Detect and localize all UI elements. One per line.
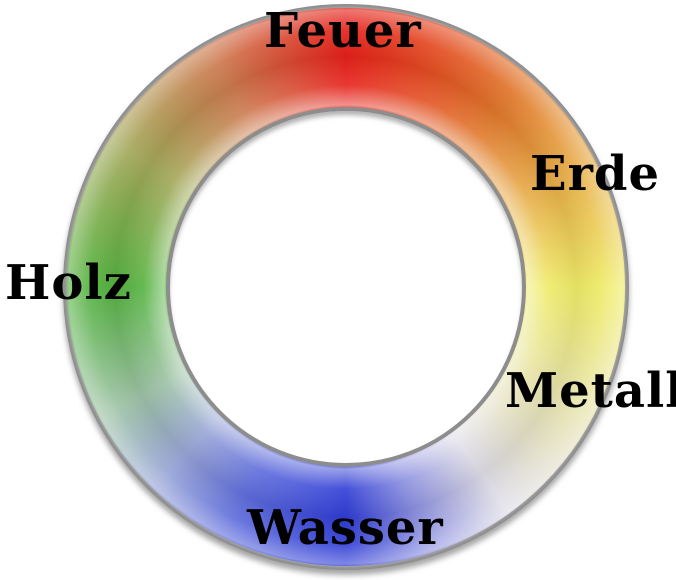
label-holz: Holz bbox=[5, 255, 132, 311]
label-metall: Metall bbox=[505, 363, 676, 419]
label-feuer: Feuer bbox=[264, 3, 422, 59]
element-ring-wrap bbox=[63, 4, 629, 570]
label-erde: Erde bbox=[530, 146, 660, 202]
label-wasser: Wasser bbox=[247, 500, 444, 556]
ring-inner-hole bbox=[166, 107, 526, 467]
